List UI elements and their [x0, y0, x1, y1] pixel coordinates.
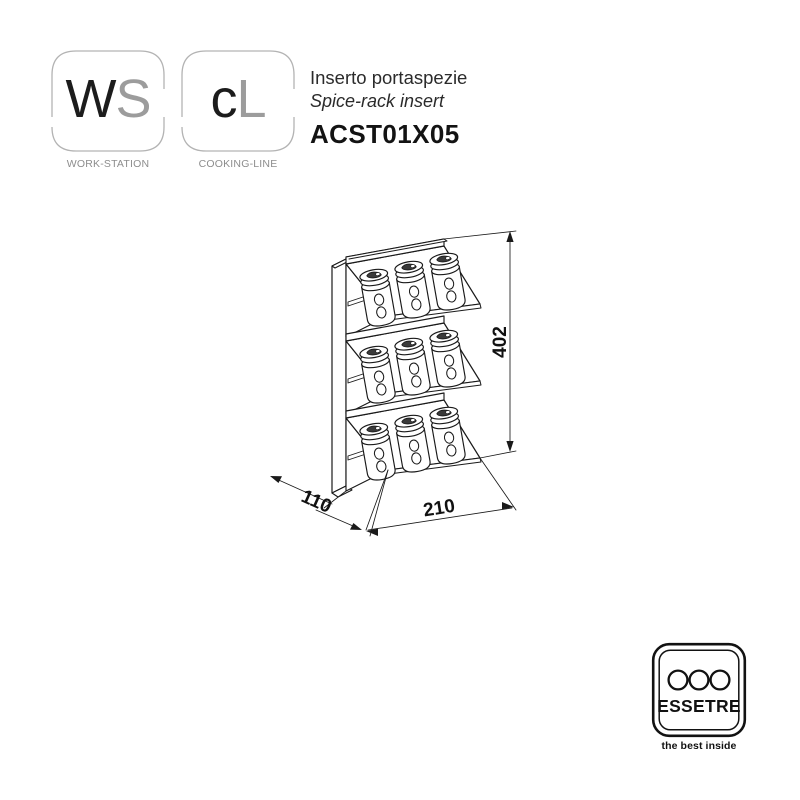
spice-rack-isometric-svg: 402 110 210 [270, 230, 517, 537]
badge-frame-icon [48, 45, 168, 157]
badge-mark-secondary: S [115, 69, 151, 129]
badge-frame-icon [178, 45, 298, 157]
dimension-width [367, 457, 517, 537]
product-name-it: Inserto portaspezie [310, 67, 468, 88]
badge-mark-secondary: L [236, 69, 266, 129]
dimension-height-value: 402 [490, 326, 511, 358]
badge-mark-primary: c [210, 69, 237, 129]
product-titles: Inserto portaspezie Spice-rack insert AC… [310, 66, 740, 151]
dimension-width-value: 210 [422, 496, 457, 522]
product-code: ACST01X05 [310, 119, 460, 150]
brand-box-icon: ESSETRE [651, 642, 747, 738]
dimension-depth-value: 110 [298, 486, 335, 518]
brand-tagline: the best inside [661, 740, 737, 752]
badge-caption-work-station: WORK-STATION [66, 158, 150, 170]
badge-mark-primary: W [65, 69, 117, 129]
dimension-height [443, 230, 517, 459]
brand-logo: ESSETRE the best inside [651, 642, 759, 760]
badge-caption-cooking-line: COOKING-LINE [198, 158, 278, 170]
brand-name: ESSETRE [657, 696, 741, 716]
technical-drawing: 402 110 210 [248, 218, 568, 558]
product-name-en: Spice-rack insert [310, 91, 445, 112]
